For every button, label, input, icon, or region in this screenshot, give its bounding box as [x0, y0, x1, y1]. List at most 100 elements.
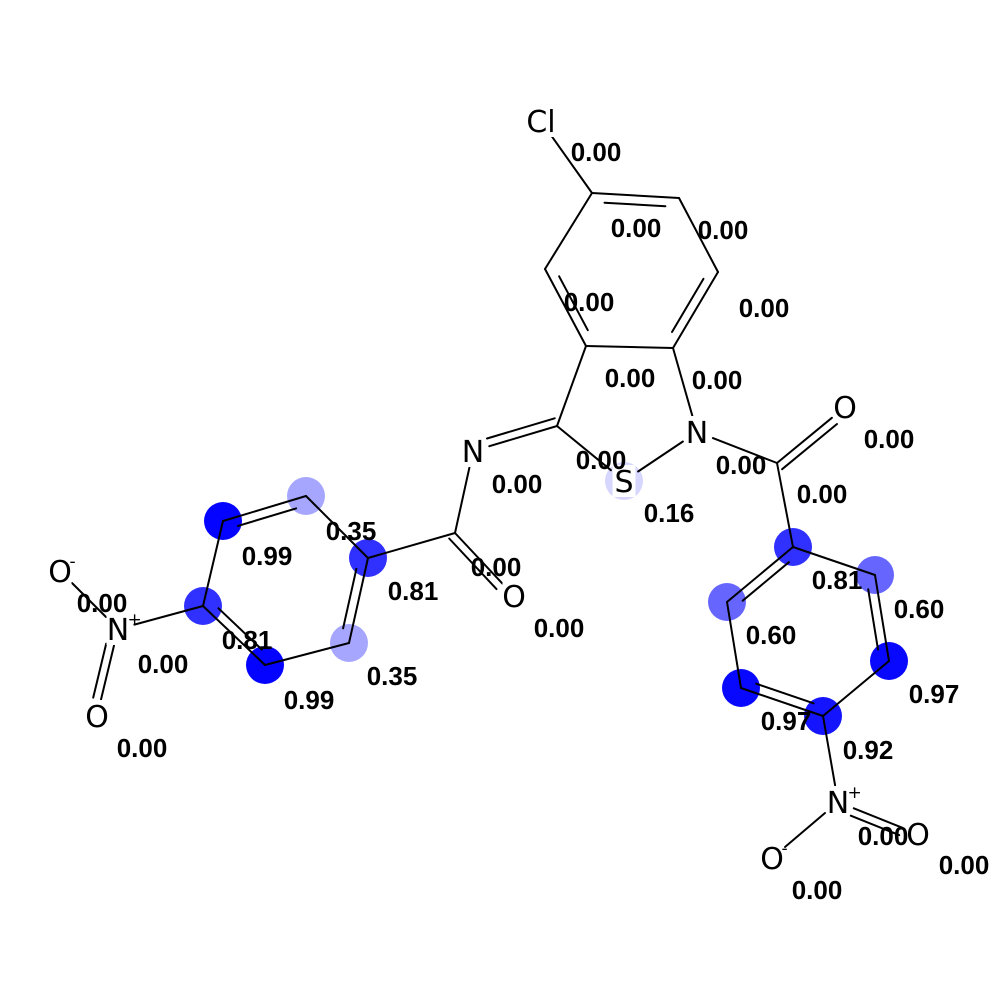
- atom-score-c1: 0.00: [611, 213, 662, 243]
- bond-c2-c3: [678, 197, 719, 273]
- atom-label-n3: N: [107, 613, 129, 648]
- atom-score-o2: 0.00: [77, 588, 128, 618]
- bond-c8-c9: [367, 532, 456, 559]
- bond-c17-c18: [726, 601, 742, 689]
- atom-label-bg-n3: [106, 613, 130, 645]
- atom-score-c14: 0.35: [367, 661, 418, 691]
- bond-c20-c21-inner: [867, 588, 879, 651]
- bonds: [71, 133, 904, 848]
- atom-label-o4: O: [833, 391, 857, 426]
- bond-c1-c2-inner: [603, 201, 667, 208]
- atom-score-cl: 0.00: [571, 137, 622, 167]
- bond-n3-o3-second: [92, 642, 108, 699]
- bond-c4-c5: [585, 345, 674, 349]
- atom-label-bg-n1: [685, 416, 709, 448]
- bond-c13-c14: [264, 642, 350, 666]
- atom-label-o3: O: [85, 700, 109, 735]
- bond-c21-c16: [792, 546, 876, 576]
- atom-score-c21: 0.60: [894, 594, 945, 624]
- atom-score-c18: 0.97: [761, 706, 812, 736]
- bond-c14-c9-inner: [342, 567, 358, 630]
- atom-label-o5: O: [906, 818, 930, 853]
- atom-label-s1: S: [614, 465, 633, 500]
- bond-c18-c19: [740, 687, 824, 717]
- atom-score-o1: 0.00: [534, 613, 585, 643]
- atom-label-bg-o3: [85, 700, 109, 732]
- atom-label-bg-n4: [826, 786, 850, 818]
- atom-label-n1: N: [686, 416, 708, 451]
- atom-score-c9: 0.81: [388, 576, 439, 606]
- bond-c11-c12: [202, 520, 224, 607]
- atom-charge-o2: -: [70, 552, 76, 572]
- bond-c12-c13-inner: [217, 607, 263, 651]
- atom-score-c3: 0.00: [739, 293, 790, 323]
- bond-n4-o6: [784, 812, 826, 848]
- atom-label-n2: N: [462, 435, 484, 470]
- bond-c15-c16: [776, 462, 794, 548]
- bond-c10-c11-inner: [237, 507, 298, 527]
- atom-label-bg-o5: [906, 818, 930, 850]
- atom-label-cl: Cl: [526, 105, 555, 140]
- atom-score-n3: 0.00: [138, 649, 189, 679]
- bond-c18-c19-inner: [755, 682, 815, 705]
- atom-score-o3: 0.00: [117, 733, 168, 763]
- bond-c5-c6-inner: [558, 275, 589, 332]
- atom-score-n4: 0.00: [858, 821, 909, 851]
- atom-label-bg-s1: [612, 465, 636, 497]
- bond-c10-c11: [222, 495, 307, 522]
- atom-label-bg-n2: [461, 435, 485, 467]
- bond-c3-c4: [672, 271, 719, 349]
- atom-label-n4: N: [827, 786, 849, 821]
- atom-score-c8: 0.00: [471, 552, 522, 582]
- bond-n4-o5-second: [849, 814, 901, 837]
- atom-score-s1: 0.16: [644, 498, 695, 528]
- bond-c16-c17: [726, 546, 794, 603]
- atom-score-c20: 0.97: [909, 679, 960, 709]
- bond-c4-n1: [672, 347, 694, 417]
- bond-c19-c20: [822, 660, 890, 717]
- atom-score-c6: 0.00: [564, 287, 615, 317]
- bond-c15-o4: [776, 416, 833, 464]
- atom-label-bg-o2: [48, 555, 72, 587]
- bond-c1-c2: [591, 192, 680, 199]
- bond-s1-c7: [556, 425, 612, 472]
- atom-score-c15: 0.00: [797, 479, 848, 509]
- bond-cl-c1: [549, 133, 593, 194]
- atom-score-o4: 0.00: [864, 424, 915, 454]
- atom-score-c5: 0.00: [605, 363, 656, 393]
- atom-label-o1: O: [502, 580, 526, 615]
- bond-n1-c15: [711, 437, 778, 464]
- atom-score-c10: 0.35: [326, 516, 377, 546]
- bond-c9-c10: [305, 495, 369, 559]
- bond-c15-o4-second: [781, 423, 838, 471]
- bond-c8-o1-second: [448, 537, 498, 591]
- bond-c5-c6: [544, 268, 587, 347]
- bond-c12-c13: [202, 605, 266, 666]
- bond-c7-c5: [556, 345, 587, 427]
- atom-score-c12: 0.81: [222, 625, 273, 655]
- atom-score-c4: 0.00: [692, 365, 743, 395]
- bond-n3-o3: [100, 644, 115, 701]
- bond-n3-o2: [71, 582, 107, 618]
- atom-label-bg-o1: [502, 580, 526, 612]
- bond-c12-n3: [133, 605, 204, 626]
- atom-label-o6: O: [760, 842, 784, 877]
- atom-score-o6: 0.00: [792, 875, 843, 905]
- atom-label-bg-o4: [833, 391, 857, 423]
- bond-c8-o1: [454, 532, 504, 585]
- bond-n1-s1: [637, 440, 684, 473]
- atom-score-c11: 0.99: [242, 541, 293, 571]
- atom-score-c16: 0.81: [812, 565, 863, 595]
- atom-charge-n3: +: [128, 610, 142, 630]
- atom-label-o2: O: [48, 555, 72, 590]
- bond-c3-c4-inner: [671, 277, 705, 333]
- atom-scores: 0.00 0.00 0.00 0.00 0.00 0.00 0.00 0.00 0.16 0.00…: [77, 137, 990, 905]
- atom-charge-n4: +: [848, 783, 862, 803]
- bond-c14-c9: [348, 557, 369, 644]
- atom-label-bg-cl: [521, 105, 561, 137]
- bond-c16-c17-inner: [741, 561, 790, 602]
- bond-c7-n2-second: [486, 417, 556, 440]
- atom-charge-o6: -: [782, 839, 788, 859]
- atom-score-c17: 0.60: [746, 620, 797, 650]
